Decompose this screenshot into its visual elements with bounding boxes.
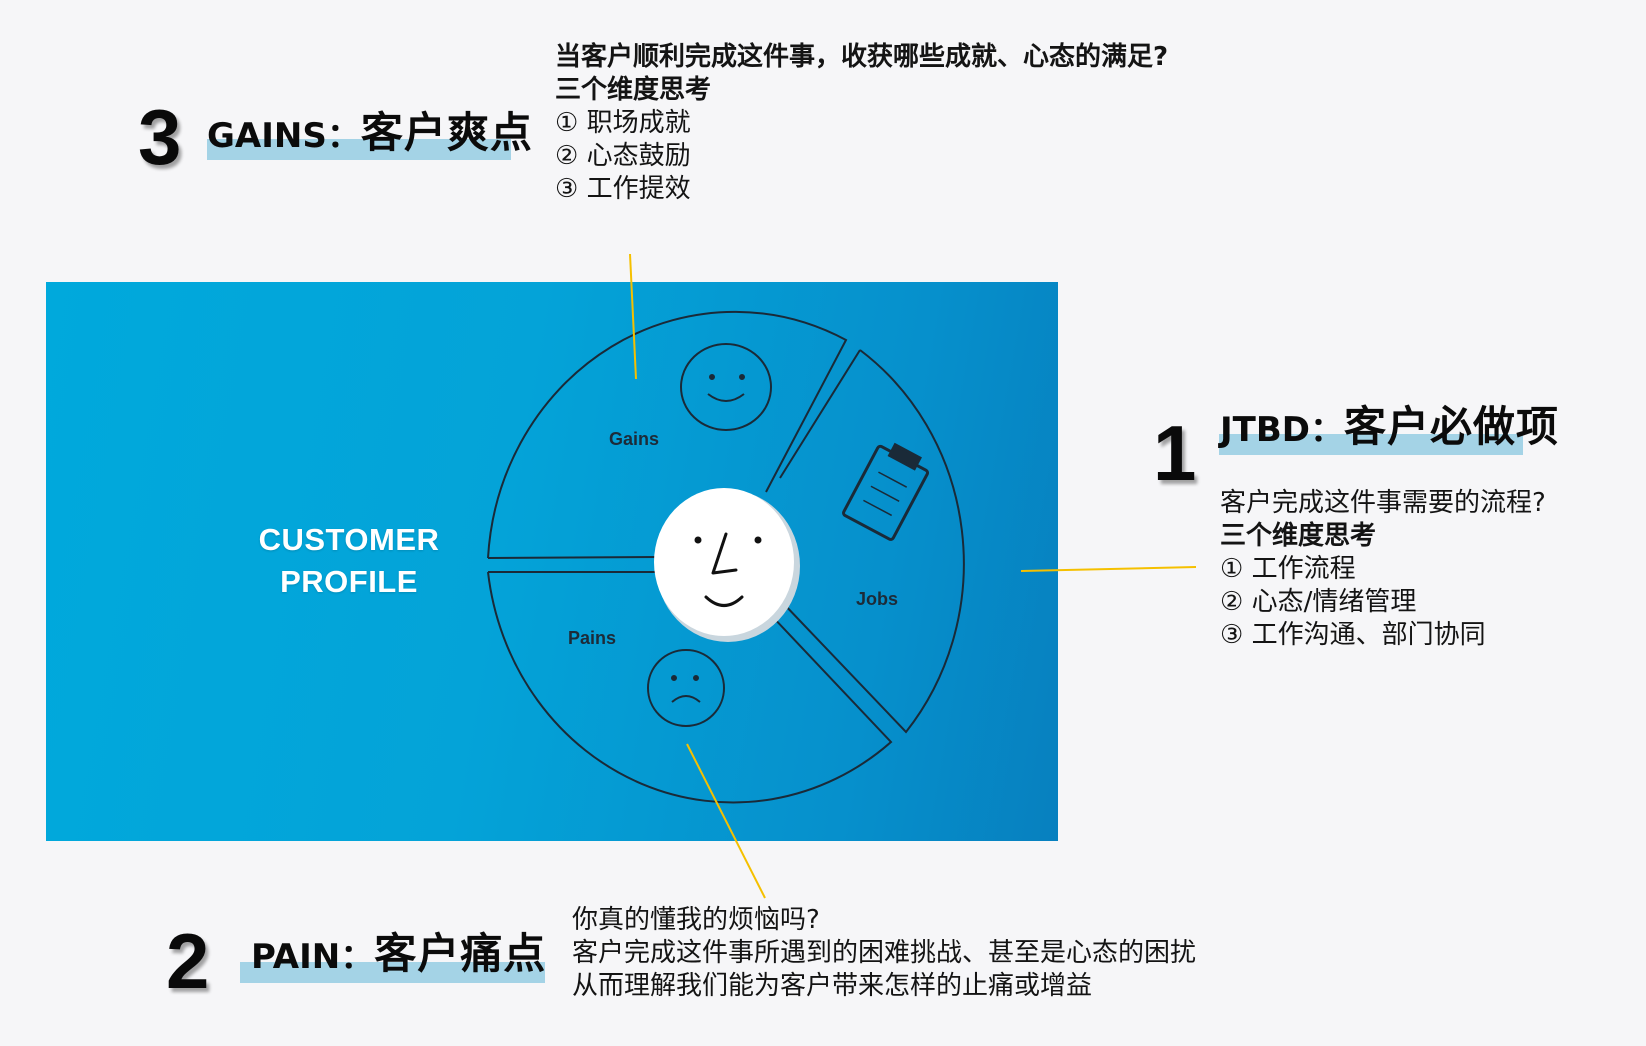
gains-dimension-heading: 三个维度思考 (555, 75, 712, 105)
gains-title-cjk: 客户爽点 (360, 108, 533, 157)
sad-face-icon (647, 649, 725, 727)
pain-line: 从而理解我们能为客户带来怎样的止痛或增益 (572, 971, 1093, 1001)
gains-title-highlight (207, 139, 511, 160)
pain-title: PAIN：客户痛点 (251, 933, 546, 975)
panel-title-line1: CUSTOMER (258, 522, 440, 557)
pain-description: 你真的懂我的烦恼吗? 客户完成这件事所遇到的困难挑战、甚至是心态的困扰 从而理解… (572, 904, 1196, 1003)
segment-label-jobs: Jobs (856, 589, 899, 609)
jtbd-item: ③ 工作沟通、部门协同 (1220, 620, 1486, 650)
pain-title-latin: PAIN： (251, 937, 375, 977)
pain-number: 2 (166, 917, 210, 1005)
customer-profile-panel: CUSTOMER PROFILE (46, 282, 1058, 841)
pain-line: 客户完成这件事所遇到的困难挑战、甚至是心态的困扰 (572, 938, 1197, 968)
panel-title-line2: PROFILE (280, 564, 418, 599)
pain-line: 你真的懂我的烦恼吗? (572, 905, 820, 935)
jtbd-description: 客户完成这件事需要的流程? 三个维度思考 ① 工作流程 ② 心态/情绪管理 ③ … (1220, 487, 1546, 652)
pain-title-highlight (240, 962, 545, 983)
gains-item: ① 职场成就 (555, 108, 691, 138)
jtbd-title-latin: JTBD： (1220, 410, 1344, 450)
jtbd-question: 客户完成这件事需要的流程? (1220, 488, 1546, 518)
jtbd-dimension-heading: 三个维度思考 (1220, 521, 1377, 551)
gains-number: 3 (138, 93, 182, 181)
segment-label-gains: Gains (609, 429, 660, 449)
gains-description: 当客户顺利完成这件事，收获哪些成就、心态的满足? 三个维度思考 ① 职场成就 ②… (555, 41, 1168, 206)
gains-item: ③ 工作提效 (555, 174, 691, 204)
gains-item: ② 心态鼓励 (555, 141, 691, 171)
jtbd-title-highlight (1219, 434, 1523, 455)
clipboard-icon (842, 442, 930, 541)
gains-question: 当客户顺利完成这件事，收获哪些成就、心态的满足? (555, 42, 1169, 72)
jtbd-number: 1 (1153, 409, 1197, 497)
jtbd-item: ② 心态/情绪管理 (1220, 587, 1417, 617)
gains-title: GAINS：客户爽点 (207, 112, 533, 154)
customer-face-icon (654, 488, 800, 642)
gains-title-latin: GAINS： (207, 116, 361, 156)
jtbd-title-cjk: 客户必做项 (1343, 402, 1559, 451)
happy-face-icon (680, 343, 772, 431)
segment-label-pains: Pains (568, 628, 617, 648)
jtbd-title: JTBD：客户必做项 (1220, 406, 1559, 448)
customer-profile-circle-diagram (487, 310, 965, 804)
jtbd-item: ① 工作流程 (1220, 554, 1356, 584)
pain-title-cjk: 客户痛点 (374, 929, 547, 978)
